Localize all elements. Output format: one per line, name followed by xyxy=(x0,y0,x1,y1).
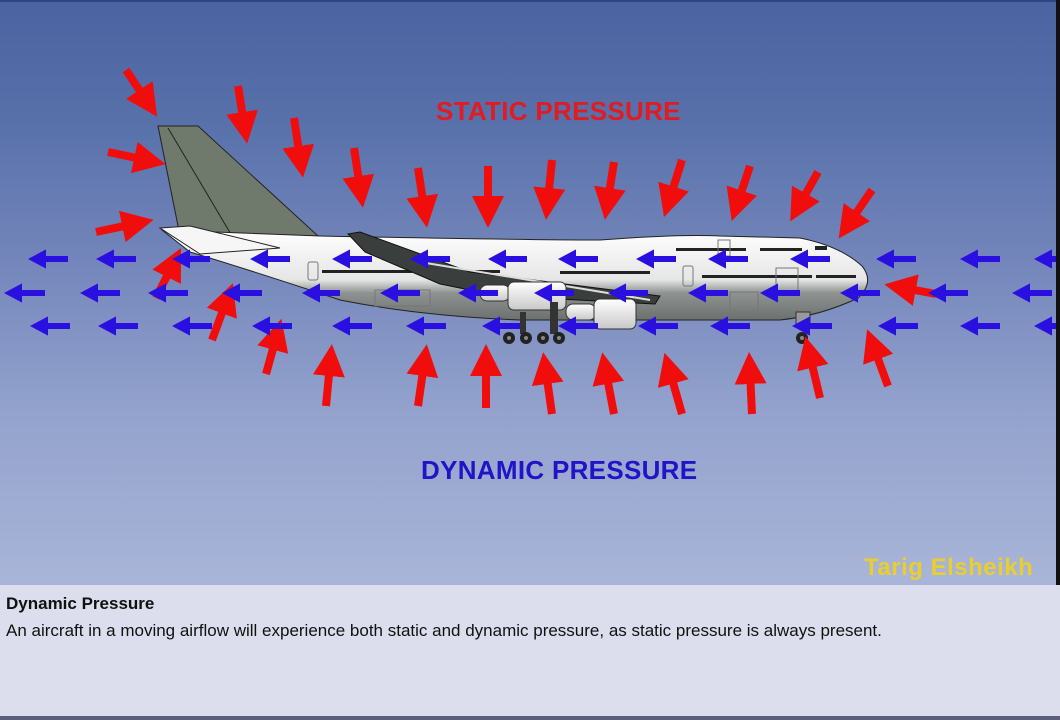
diagram-canvas: STATIC PRESSURE DYNAMIC PRESSURE Tarig E… xyxy=(0,0,1060,585)
static-pressure-label: STATIC PRESSURE xyxy=(436,96,681,126)
right-border xyxy=(1056,0,1060,585)
pressure-diagram xyxy=(4,67,1060,416)
horizontal-stabilizer xyxy=(158,225,281,255)
caption-title: Dynamic Pressure xyxy=(6,594,155,613)
static-pressure-arrows xyxy=(95,67,937,416)
caption-panel: Dynamic Pressure An aircraft in a moving… xyxy=(0,585,1060,720)
dynamic-pressure-arrows xyxy=(4,249,1060,336)
dynamic-pressure-label: DYNAMIC PRESSURE xyxy=(421,455,698,485)
top-border xyxy=(0,0,1060,2)
caption-text: An aircraft in a moving airflow will exp… xyxy=(6,621,882,640)
author-watermark: Tarig Elsheikh xyxy=(864,554,1034,581)
aircraft xyxy=(157,125,869,344)
